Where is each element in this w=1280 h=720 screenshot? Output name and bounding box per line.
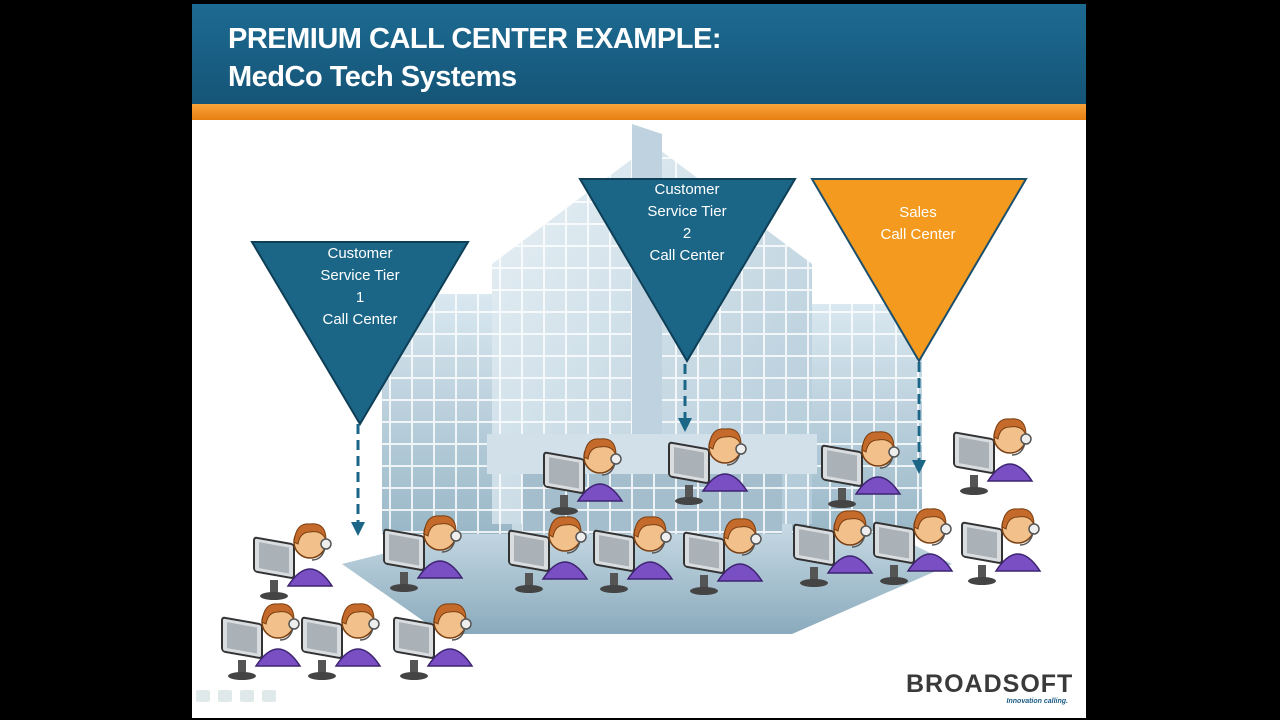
call-center-illustration xyxy=(221,124,1042,680)
tier1-label: Customer Service Tier 1 Call Center xyxy=(320,245,400,328)
slide-title: PREMIUM CALL CENTER EXAMPLE: MedCo Tech … xyxy=(228,20,721,96)
accent-bar xyxy=(192,104,1086,120)
routing-arrows xyxy=(351,362,926,536)
agent-icon xyxy=(873,508,954,585)
pen-icon[interactable] xyxy=(218,690,232,702)
agent-icon xyxy=(543,438,624,515)
prev-icon[interactable] xyxy=(196,690,210,702)
sales-label: Sales Call Center xyxy=(880,204,956,243)
agent-icon xyxy=(593,516,674,593)
tier2-triangle xyxy=(578,178,797,363)
slide-controls xyxy=(196,690,276,702)
agent-icon xyxy=(383,515,464,592)
agent-icon xyxy=(821,431,902,508)
sales-triangle xyxy=(810,178,1028,363)
tier1-triangle xyxy=(250,241,470,426)
slide: PREMIUM CALL CENTER EXAMPLE: MedCo Tech … xyxy=(192,4,1086,718)
header-bar xyxy=(192,4,1086,104)
agent-icon xyxy=(668,428,749,505)
title-line-2: MedCo Tech Systems xyxy=(228,61,517,93)
agent-icon xyxy=(508,516,589,593)
agents-group xyxy=(221,418,1042,680)
title-line-1: PREMIUM CALL CENTER EXAMPLE: xyxy=(228,23,721,55)
broadsoft-logo: BROADSOFT Innovation calling. xyxy=(906,670,1076,712)
menu-icon[interactable] xyxy=(240,690,254,702)
logo-tagline: Innovation calling. xyxy=(1006,698,1068,705)
tier2-label: Customer Service Tier 2 Call Center xyxy=(647,181,727,264)
agent-icon xyxy=(683,518,764,595)
agent-icon xyxy=(253,523,334,600)
agent-icon xyxy=(221,603,302,680)
agent-icon xyxy=(793,510,874,587)
logo-text: BROADSOFT xyxy=(906,670,1074,698)
agent-icon xyxy=(393,603,474,680)
agent-icon xyxy=(961,508,1042,585)
agent-icon xyxy=(301,603,382,680)
agent-icon xyxy=(953,418,1034,495)
next-icon[interactable] xyxy=(262,690,276,702)
